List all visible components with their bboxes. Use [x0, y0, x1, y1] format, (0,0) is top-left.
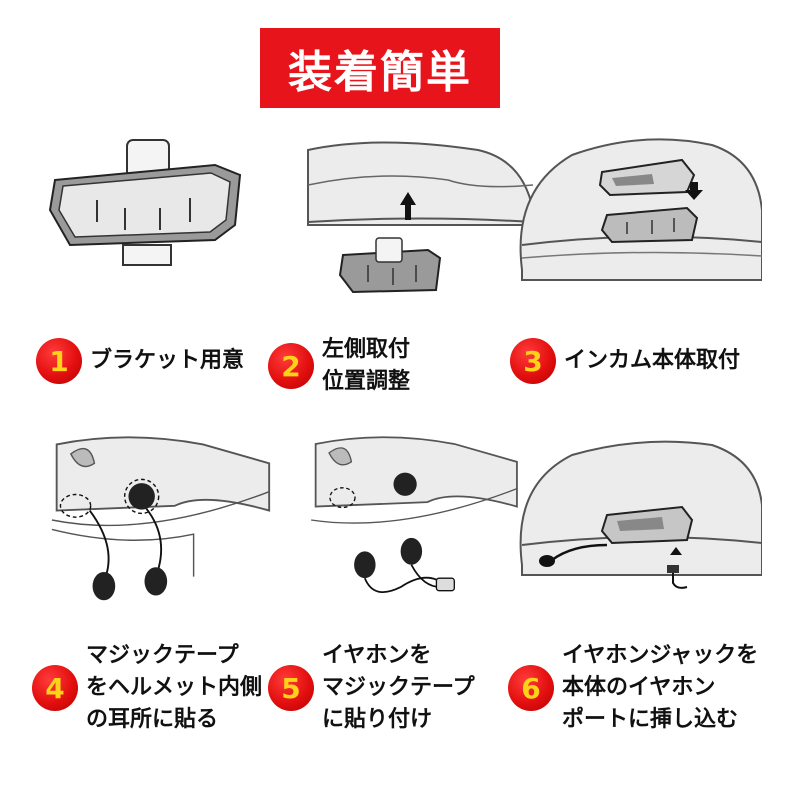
illustration-left-mount — [298, 130, 548, 300]
step-number: 1 — [49, 344, 69, 378]
illustration-earphone-attach — [298, 435, 548, 605]
helmet-earphone-illustration — [311, 436, 518, 594]
step-badge: 5 — [268, 665, 314, 711]
step-line: に貼り付け — [322, 707, 433, 732]
step-badge: 6 — [508, 665, 554, 711]
step-line: イヤホンを — [322, 643, 432, 668]
step-2: 2 左側取付 位置調整 — [268, 334, 410, 398]
step-text: イヤホンを マジックテープ に貼り付け — [322, 640, 475, 736]
step-line: 左側取付 — [322, 337, 411, 362]
step-3: 3 インカム本体取付 — [510, 338, 740, 384]
step-line: マジックテープ — [86, 643, 239, 668]
page-title: 装着簡単 — [288, 47, 472, 98]
step-line: マジックテープ — [322, 675, 475, 700]
step-line: の耳所に貼る — [86, 707, 219, 732]
step-number: 2 — [281, 349, 301, 383]
helmet-velcro-illustration — [51, 436, 271, 601]
step-number: 5 — [281, 671, 301, 705]
illustration-intercom-mount — [512, 130, 762, 300]
step-5: 5 イヤホンを マジックテープ に貼り付け — [268, 640, 475, 736]
step-badge: 1 — [36, 338, 82, 384]
step-number: 4 — [45, 671, 65, 705]
step-line: 位置調整 — [322, 369, 411, 394]
bracket-illustration — [48, 139, 242, 266]
helmet-jack-illustration — [519, 440, 762, 589]
step-badge: 2 — [268, 343, 314, 389]
step-badge: 3 — [510, 338, 556, 384]
helmet-intercom-illustration — [519, 138, 762, 281]
step-line: ブラケット用意 — [90, 348, 245, 373]
step-line: ポートに挿し込む — [562, 707, 739, 732]
helmet-bracket-illustration — [307, 141, 534, 294]
step-4: 4 マジックテープ をヘルメット内側 の耳所に貼る — [32, 640, 262, 736]
step-text: 左側取付 位置調整 — [322, 334, 410, 398]
step-text: マジックテープ をヘルメット内側 の耳所に貼る — [86, 640, 262, 736]
step-text: イヤホンジャックを 本体のイヤホン ポートに挿し込む — [562, 640, 758, 736]
illustration-jack-insert — [512, 435, 762, 605]
step-text: ブラケット用意 — [90, 345, 244, 377]
step-text: インカム本体取付 — [564, 345, 740, 377]
step-6: 6 イヤホンジャックを 本体のイヤホン ポートに挿し込む — [508, 640, 758, 736]
step-badge: 4 — [32, 665, 78, 711]
step-line: をヘルメット内側 — [86, 675, 263, 700]
illustration-velcro-helmet — [45, 435, 295, 605]
step-line: 本体のイヤホン — [562, 675, 716, 700]
step-number: 3 — [523, 344, 543, 378]
step-line: イヤホンジャックを — [562, 643, 759, 668]
title-banner: 装着簡単 — [260, 28, 500, 108]
illustration-bracket — [35, 130, 285, 300]
step-1: 1 ブラケット用意 — [36, 338, 244, 384]
step-number: 6 — [521, 671, 541, 705]
step-line: インカム本体取付 — [564, 348, 741, 373]
